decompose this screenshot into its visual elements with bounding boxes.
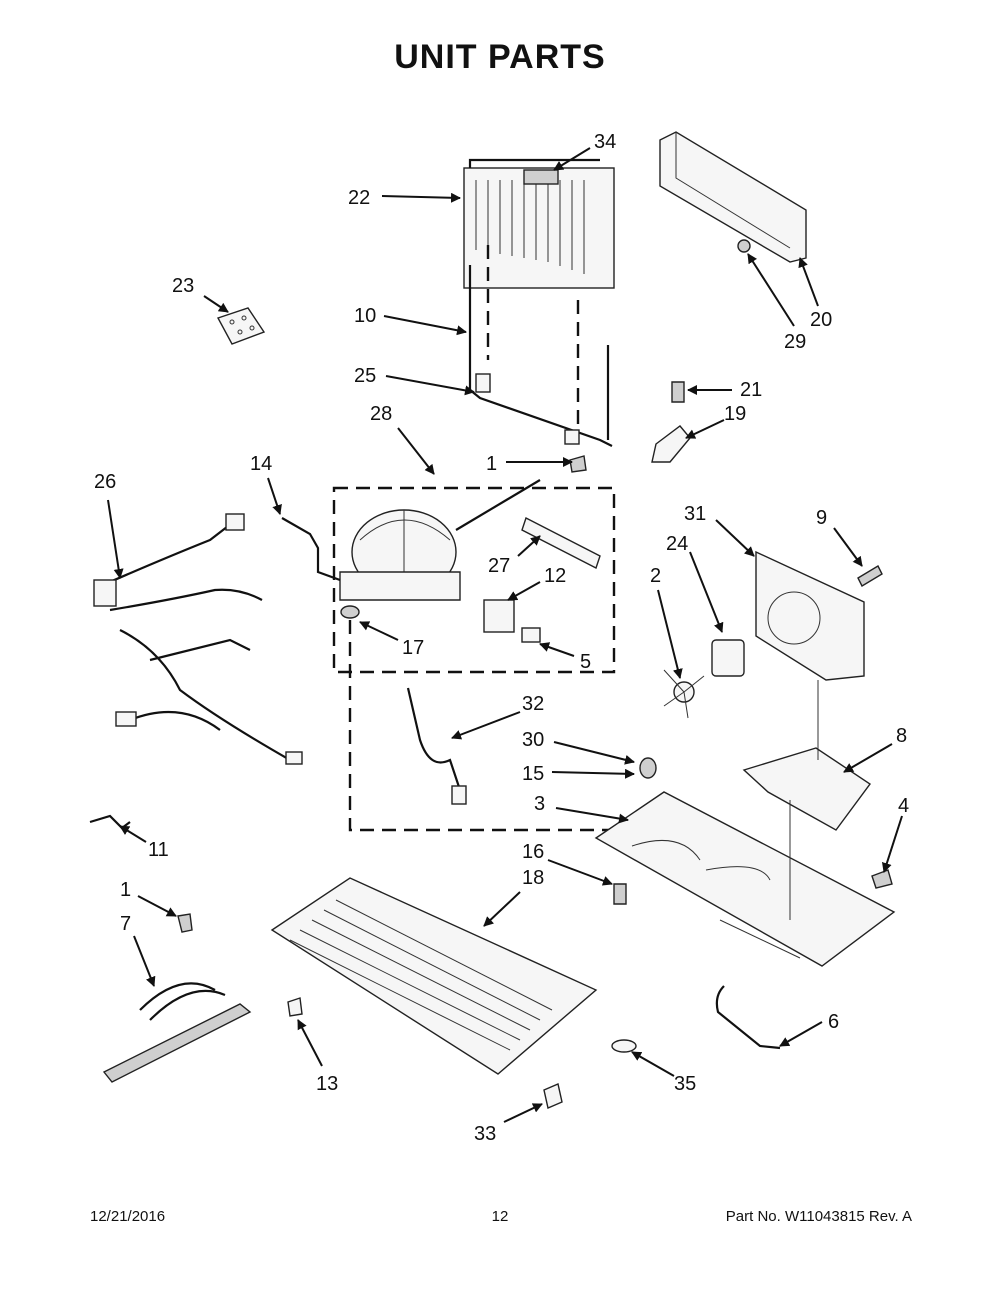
compressor-to-base-line: [348, 620, 636, 832]
motor-bracket-part-8: [742, 747, 871, 831]
fan-motor-part-24: [711, 639, 745, 677]
callout-26: 26: [94, 471, 116, 493]
spacer-part-33: [543, 1083, 563, 1109]
callout-27: 27: [488, 555, 510, 577]
callout-3: 3: [534, 793, 545, 815]
bracket-guide-line: [789, 680, 819, 920]
clip-part-11: [89, 814, 131, 830]
callout-8: 8: [896, 725, 907, 747]
cover-part-20: [659, 131, 807, 263]
callout-7: 7: [120, 913, 131, 935]
callout-1-lower: 1: [120, 879, 131, 901]
callout-20: 20: [810, 309, 832, 331]
callout-1-top: 1: [486, 453, 497, 475]
leader-lines: [107, 147, 903, 1123]
compressor-part-28: [339, 479, 541, 601]
footer-date: 12/21/2016: [90, 1208, 166, 1225]
callout-9: 9: [816, 507, 827, 529]
connector-part-5: [521, 627, 541, 643]
callout-19: 19: [724, 403, 746, 425]
callout-24: 24: [666, 533, 688, 555]
compressor-assembly-box: [332, 486, 616, 674]
callout-29: 29: [784, 331, 806, 353]
callout-12: 12: [544, 565, 566, 587]
callout-11: 11: [148, 839, 169, 861]
footer-page-number: 12: [491, 1208, 509, 1225]
grommet-part-15: [639, 757, 657, 779]
tube-part-6: [715, 985, 781, 1050]
screw-part-9: [857, 565, 883, 587]
clip-part-13: [287, 997, 303, 1017]
plate-part-23: [216, 307, 266, 345]
filter-dryer-part-27: [521, 517, 601, 569]
callout-17: 17: [402, 637, 424, 659]
evaporator-part-22: [463, 158, 615, 289]
page-title: UNIT PARTS: [394, 38, 606, 76]
callout-13: 13: [316, 1073, 338, 1095]
fastener-part-35: [611, 1039, 637, 1053]
bracket-part-19: [651, 425, 691, 463]
callout-30: 30: [522, 729, 544, 751]
callout-32: 32: [522, 693, 544, 715]
wire-harness-part-7: [102, 982, 252, 1083]
callout-6: 6: [828, 1011, 839, 1033]
callout-14: 14: [250, 453, 272, 475]
callout-28: 28: [370, 403, 392, 425]
relay-part-12: [483, 599, 515, 633]
screw-part-1-lower: [177, 913, 193, 933]
tube-part-32: [406, 687, 467, 805]
base-tray-part-3: [594, 791, 896, 967]
callout-25: 25: [354, 365, 376, 387]
screw-part-1-top: [569, 455, 587, 473]
screw-part-16: [613, 883, 627, 905]
clip-part-14: [281, 517, 341, 582]
callout-33: 33: [474, 1123, 496, 1145]
screw-part-21: [671, 381, 685, 403]
callout-5: 5: [580, 651, 591, 673]
callout-22: 22: [348, 187, 370, 209]
callout-21: 21: [740, 379, 762, 401]
condenser-part-18: [270, 877, 598, 1075]
screw-part-29: [737, 239, 751, 253]
callout-labels: 34 22 23 10 25 28 1 14 26 27 12 17 5 32 …: [94, 131, 909, 1145]
screw-part-4: [871, 869, 893, 889]
wire-harness-part-26: [93, 513, 303, 765]
callout-31: 31: [684, 503, 706, 525]
fan-blade-part-2: [663, 669, 705, 719]
defrost-heater-part-10-25: [468, 265, 613, 447]
callout-15: 15: [522, 763, 544, 785]
callout-2: 2: [650, 565, 661, 587]
callout-10: 10: [354, 305, 376, 327]
footer-part-number: Part No. W11043815 Rev. A: [725, 1208, 912, 1225]
callout-16: 16: [522, 841, 544, 863]
fan-shroud-part-31: [755, 550, 865, 681]
grommet-part-17: [340, 605, 360, 619]
callout-35: 35: [674, 1073, 696, 1095]
callout-23: 23: [172, 275, 194, 297]
callout-4: 4: [898, 795, 909, 817]
callout-34: 34: [594, 131, 616, 153]
callout-18: 18: [522, 867, 544, 889]
